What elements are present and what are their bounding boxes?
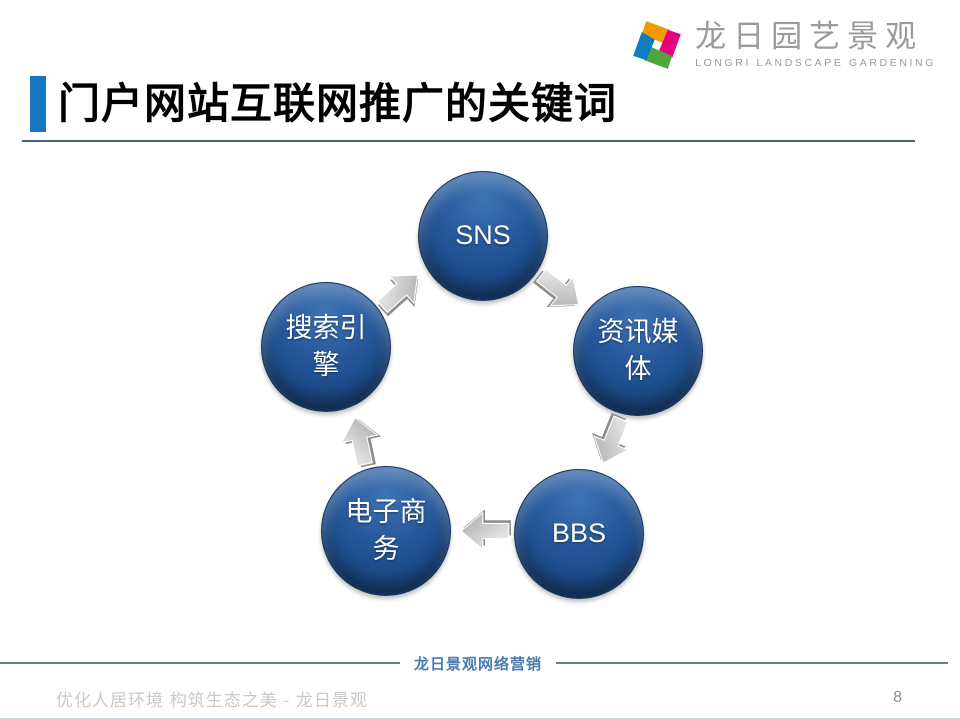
cycle-node-bbs: BBS	[514, 469, 644, 599]
cycle-node-ecommerce: 电子商务	[321, 466, 451, 596]
cycle-node-search-engine: 搜索引擎	[261, 282, 391, 412]
logo-name-en: LONGRI LANDSCAPE GARDENING	[695, 56, 936, 69]
cycle-node-label: 资讯媒体	[597, 316, 679, 384]
title-divider-line	[22, 140, 915, 142]
cycle-node-label: 电子商务	[345, 496, 427, 564]
cycle-arrow-ecommerce-to-search-icon	[340, 416, 382, 468]
page-title: 门户网站互联网推广的关键词	[58, 79, 618, 127]
title-block: 门户网站互联网推广的关键词	[30, 76, 617, 132]
footer-slogan: 优化人居环境 构筑生态之美 - 龙日景观	[56, 690, 368, 710]
logo-name-cn: 龙日园艺景观	[695, 19, 924, 55]
cycle-node-label: BBS	[551, 518, 607, 549]
footer-banner: 龙日景观网络营销	[0, 652, 960, 674]
logo: 龙日园艺景观 LONGRI LANDSCAPE GARDENING	[631, 18, 936, 72]
cycle-arrow-sns-to-media-icon	[532, 268, 580, 308]
cycle-arrow-media-to-bbs-icon	[591, 412, 630, 464]
footer-center-text: 龙日景观网络营销	[414, 655, 543, 673]
footer-line-right	[556, 662, 948, 664]
cycle-arrow-bbs-to-ecommerce-icon	[460, 509, 511, 551]
cycle-node-label: SNS	[455, 220, 511, 251]
footer-line-left	[0, 662, 400, 664]
pinwheel-logo-icon	[633, 21, 681, 69]
page-number: 8	[893, 689, 902, 706]
footer-bottom-bar: 优化人居环境 构筑生态之美 - 龙日景观 8	[0, 678, 960, 718]
cycle-arrow-search-to-sns-icon	[376, 274, 419, 317]
cycle-node-label: 搜索引擎	[285, 312, 367, 380]
cycle-node-sns: SNS	[418, 171, 548, 301]
logo-text: 龙日园艺景观 LONGRI LANDSCAPE GARDENING	[695, 21, 936, 69]
title-accent-bar	[30, 76, 46, 132]
cycle-node-news-media: 资讯媒体	[573, 286, 703, 416]
